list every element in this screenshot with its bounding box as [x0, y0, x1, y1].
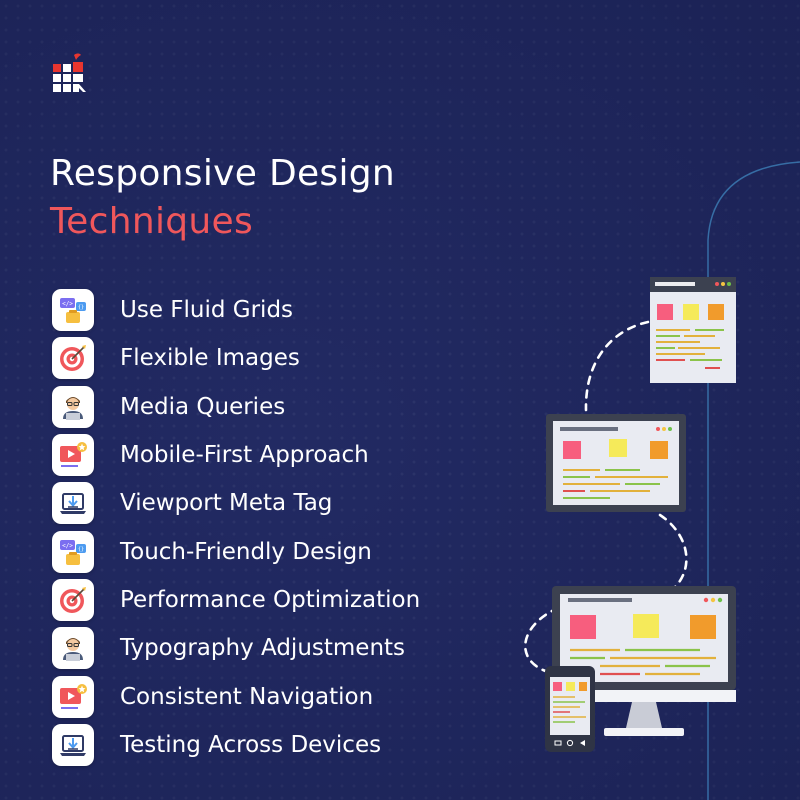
- technique-label: Typography Adjustments: [120, 635, 406, 662]
- technique-label: Flexible Images: [120, 345, 300, 372]
- title-line-2: Techniques: [50, 201, 254, 242]
- technique-item: </> {} Touch-Friendly Design: [52, 527, 420, 575]
- technique-item: Typography Adjustments: [52, 624, 420, 672]
- technique-item: Consistent Navigation: [52, 672, 420, 720]
- technique-label: Viewport Meta Tag: [120, 490, 333, 517]
- svg-text:{}: {}: [78, 305, 84, 311]
- target-icon: [52, 578, 94, 621]
- svg-text:</>: </>: [62, 301, 73, 308]
- developer-icon: [52, 627, 94, 670]
- technique-item: Performance Optimization: [52, 576, 420, 624]
- browser-window-top: [650, 277, 736, 383]
- video-play-icon: [52, 434, 94, 477]
- code-chat-icon: </> {}: [52, 289, 94, 332]
- technique-item: Media Queries: [52, 383, 420, 431]
- title-line-1: Responsive Design: [50, 153, 396, 194]
- technique-label: Testing Across Devices: [120, 731, 382, 758]
- technique-label: Performance Optimization: [120, 586, 421, 613]
- technique-item: Flexible Images: [52, 334, 420, 382]
- dashed-connectors: [523, 320, 688, 674]
- accent-curve-line: [707, 161, 800, 800]
- target-icon: [52, 337, 94, 380]
- code-chat-icon: </> {}: [52, 530, 94, 573]
- svg-text:{}: {}: [78, 546, 84, 552]
- technique-item: </> {} Use Fluid Grids: [52, 286, 420, 334]
- responsive-devices-illustration: [523, 161, 800, 800]
- technique-item: Viewport Meta Tag: [52, 479, 420, 527]
- technique-label: Media Queries: [120, 393, 286, 420]
- technique-label: Mobile-First Approach: [120, 442, 369, 469]
- technique-label: Use Fluid Grids: [120, 297, 294, 324]
- video-play-icon: [52, 675, 94, 718]
- svg-text:</>: </>: [62, 542, 73, 549]
- technique-item: Mobile-First Approach: [52, 431, 420, 479]
- download-laptop-icon: [52, 723, 94, 766]
- brand-logo-icon: [53, 53, 86, 92]
- desktop-monitor: [552, 586, 736, 736]
- technique-item: Testing Across Devices: [52, 721, 420, 769]
- page-title: Responsive Design Techniques: [50, 150, 395, 246]
- tablet-window-middle: [546, 414, 686, 512]
- smartphone: [545, 666, 595, 752]
- technique-label: Consistent Navigation: [120, 683, 374, 710]
- download-laptop-icon: [52, 482, 94, 525]
- developer-icon: [52, 385, 94, 428]
- technique-label: Touch-Friendly Design: [120, 538, 372, 565]
